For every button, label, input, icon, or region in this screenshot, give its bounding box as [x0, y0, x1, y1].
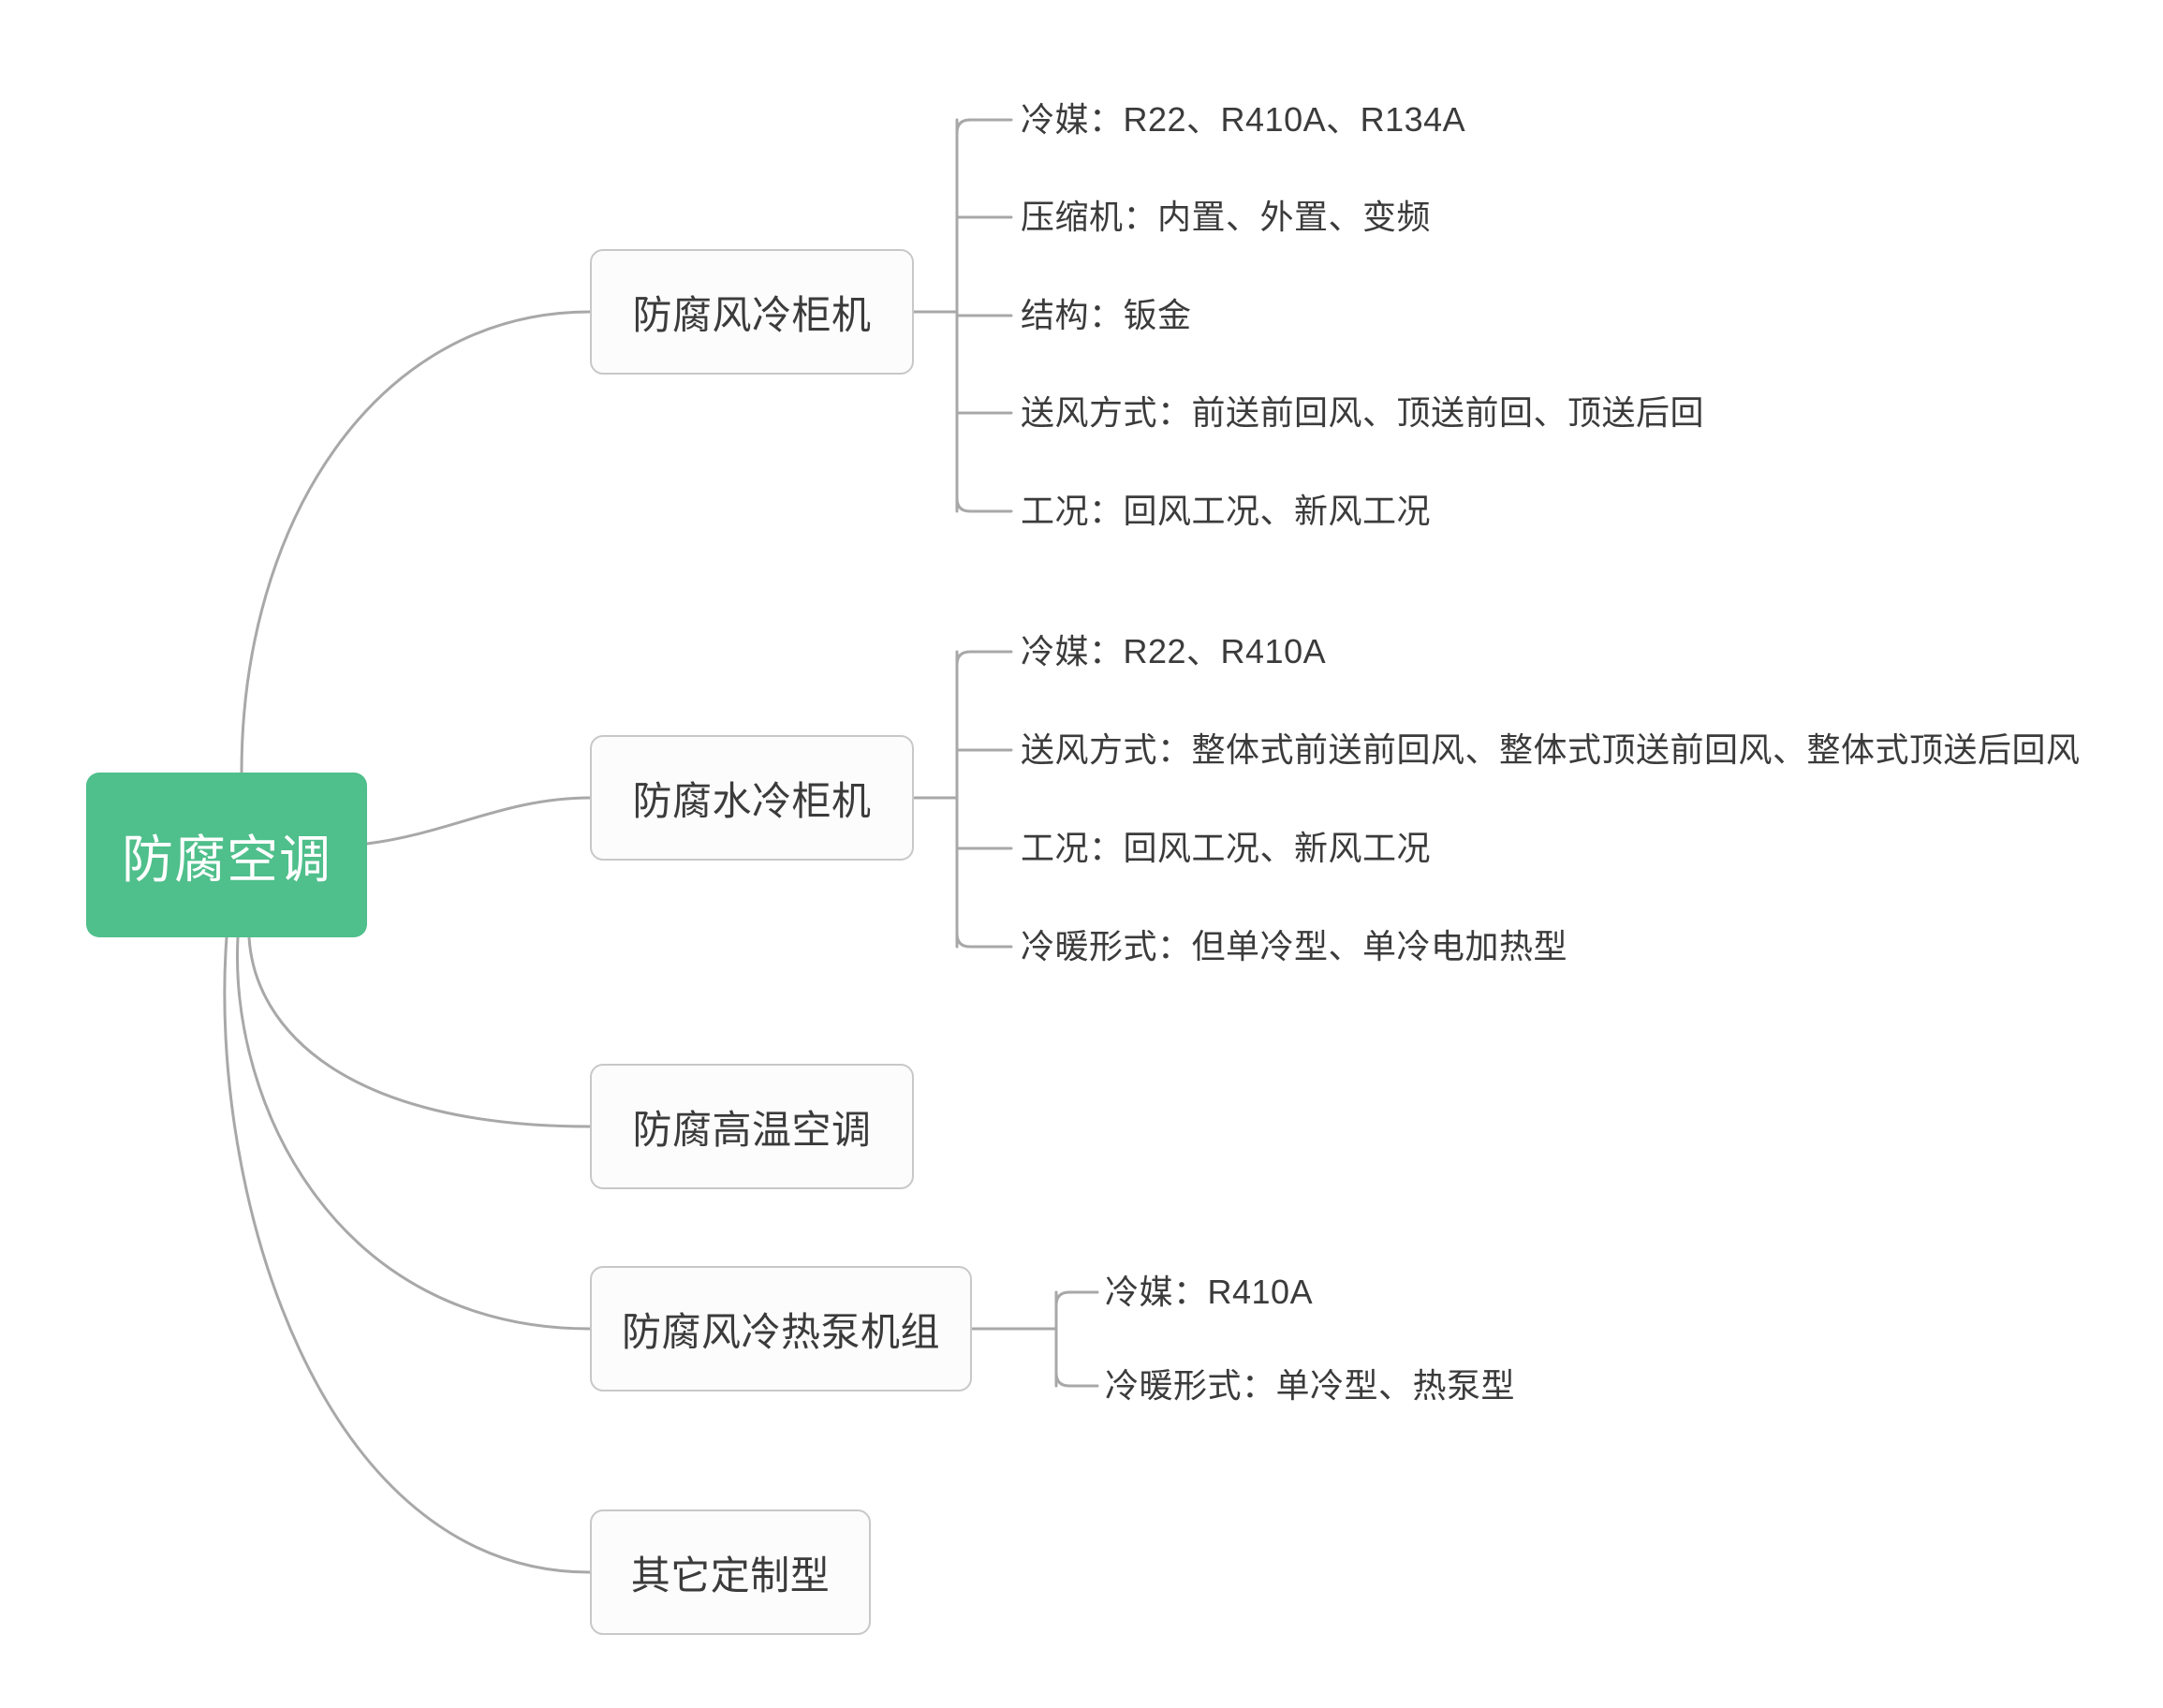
bracket-branch-3-cap-bottom: [1054, 1371, 1099, 1388]
branch-node-label: 其它定制型: [630, 1553, 831, 1598]
edge-root-to-branch-2: [247, 935, 592, 1128]
bracket-branch-0-cap-top: [955, 118, 1013, 135]
branch-node-qitadingzhixing[interactable]: 其它定制型: [590, 1509, 871, 1635]
bracket-branch-3-cap-top: [1054, 1290, 1099, 1307]
branch-node-fangfufenglengrebengjizu[interactable]: 防腐风冷热泵机组: [590, 1266, 972, 1391]
leaf-item[interactable]: 送风方式：前送前回风、顶送前回、顶送后回: [1021, 393, 1705, 432]
bracket-branch-1-cap-top: [955, 650, 1013, 667]
leaf-item[interactable]: 冷暖形式：单冷型、热泵型: [1105, 1366, 1516, 1405]
leaf-item[interactable]: 冷暖形式：但单冷型、单冷电加热型: [1021, 927, 1568, 965]
branch-node-label: 防腐风冷热泵机组: [621, 1309, 940, 1354]
branch-node-label: 防腐高温空调: [632, 1107, 872, 1152]
leaf-item[interactable]: 冷媒：R22、R410A: [1021, 632, 1327, 670]
bracket-branch-1-cap-bottom: [955, 932, 1013, 949]
leaf-item[interactable]: 送风方式：整体式前送前回风、整体式顶送前回风、整体式顶送后回风: [1021, 730, 2081, 769]
root-node-label: 防腐空调: [121, 831, 331, 889]
leaf-item[interactable]: 压缩机：内置、外置、变频: [1021, 198, 1432, 236]
branch-node-fanglufenglengguiji[interactable]: 防腐风冷柜机: [590, 249, 914, 375]
root-node[interactable]: 防腐空调: [86, 773, 367, 937]
branch-node-label: 防腐水冷柜机: [632, 778, 872, 823]
edge-root-to-branch-0: [240, 310, 592, 774]
leaf-item[interactable]: 结构：钣金: [1021, 296, 1192, 334]
leaf-item[interactable]: 冷媒：R410A: [1105, 1273, 1314, 1311]
leaf-item[interactable]: 工况：回风工况、新风工况: [1021, 829, 1432, 867]
leaf-item[interactable]: 冷媒：R22、R410A、R134A: [1021, 100, 1466, 139]
edge-root-to-branch-1: [365, 796, 592, 846]
edge-root-to-branch-3: [236, 935, 592, 1331]
branch-node-label: 防腐风冷柜机: [632, 292, 872, 337]
edge-root-to-branch-4: [223, 935, 592, 1574]
leaf-item[interactable]: 工况：回风工况、新风工况: [1021, 492, 1432, 530]
branch-node-fangfushuilengguiji[interactable]: 防腐水冷柜机: [590, 735, 914, 861]
branch-node-fangfugaowenkongtiao[interactable]: 防腐高温空调: [590, 1064, 914, 1189]
bracket-branch-0-cap-bottom: [955, 496, 1013, 513]
